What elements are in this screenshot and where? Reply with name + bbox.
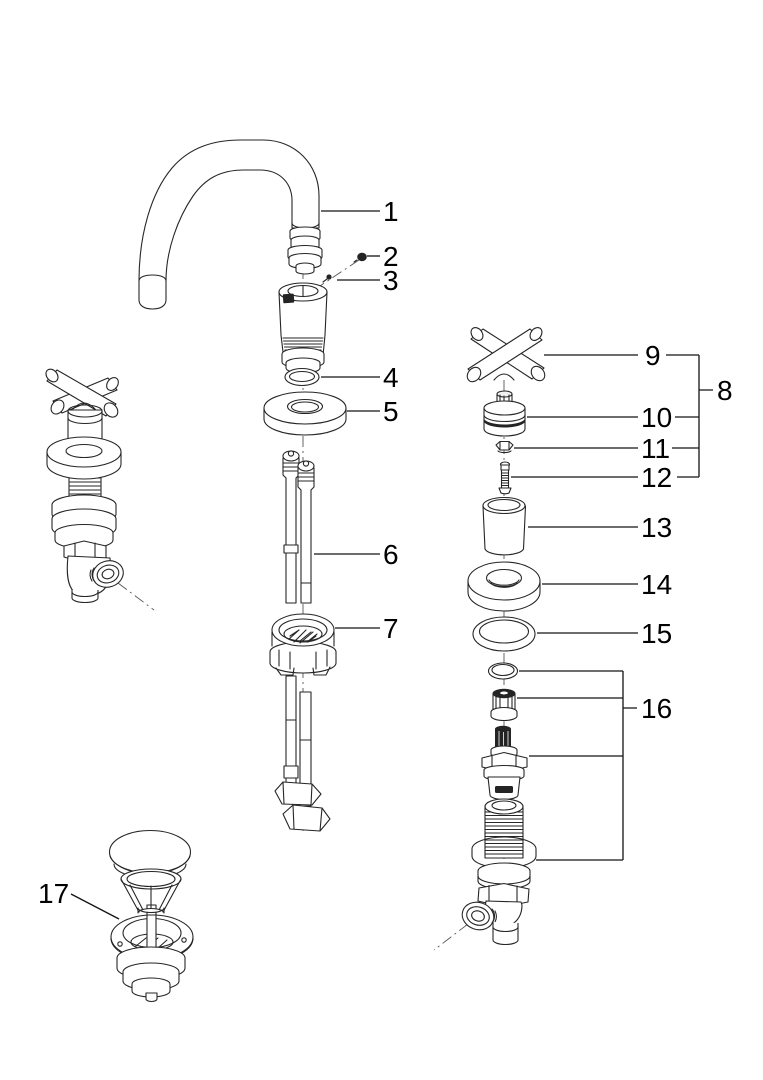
small-set-screw [322,274,332,283]
bracket-16 [517,670,637,861]
callout-3: 3 [383,265,399,296]
handle-cap [483,390,526,437]
spout-set-screw [353,252,367,263]
faucet-body [278,282,328,374]
callout-7: 7 [383,613,399,644]
cartridge-adapter [490,688,518,722]
callout-8: 8 [717,375,733,406]
sleeve [482,496,527,556]
hose-connector-nuts [274,781,331,832]
callout-11: 11 [641,433,670,464]
drain-assembly [108,829,194,1003]
leader-lines [70,210,713,920]
spout [138,139,320,310]
valve-shank [484,798,524,859]
valve-body [461,836,537,946]
callout-17: 17 [38,878,69,909]
leader-17 [70,893,120,920]
callout-4: 4 [383,362,399,393]
callout-13: 13 [641,512,672,543]
callout-1: 1 [383,196,399,227]
callout-12: 12 [641,462,672,493]
mounting-nut-7 [269,613,337,676]
side-valve-assembly [45,368,124,604]
supply-hoses [282,450,315,604]
cross-handle [466,327,546,383]
callout-6: 6 [383,539,399,570]
callout-15: 15 [641,618,672,649]
valve-flange [467,561,541,612]
cartridge [481,725,528,801]
brand-logo-mark [282,293,295,304]
bracket-8 [666,354,713,478]
callout-labels: 1 2 3 4 5 6 7 8 9 10 11 12 13 14 15 16 1… [38,196,733,909]
spout-connector-rings [287,226,323,275]
cartridge-o-ring [487,662,519,680]
callout-16: 16 [641,693,672,724]
large-o-ring [472,616,536,652]
callout-9: 9 [645,340,661,371]
callout-14: 14 [641,569,672,600]
callout-2: 2 [383,241,399,272]
callout-5: 5 [383,396,399,427]
callout-10: 10 [641,402,672,433]
o-ring-4 [284,367,320,387]
handle-screw [498,461,512,495]
escutcheon-5 [263,391,347,436]
handle-nut [495,440,514,454]
